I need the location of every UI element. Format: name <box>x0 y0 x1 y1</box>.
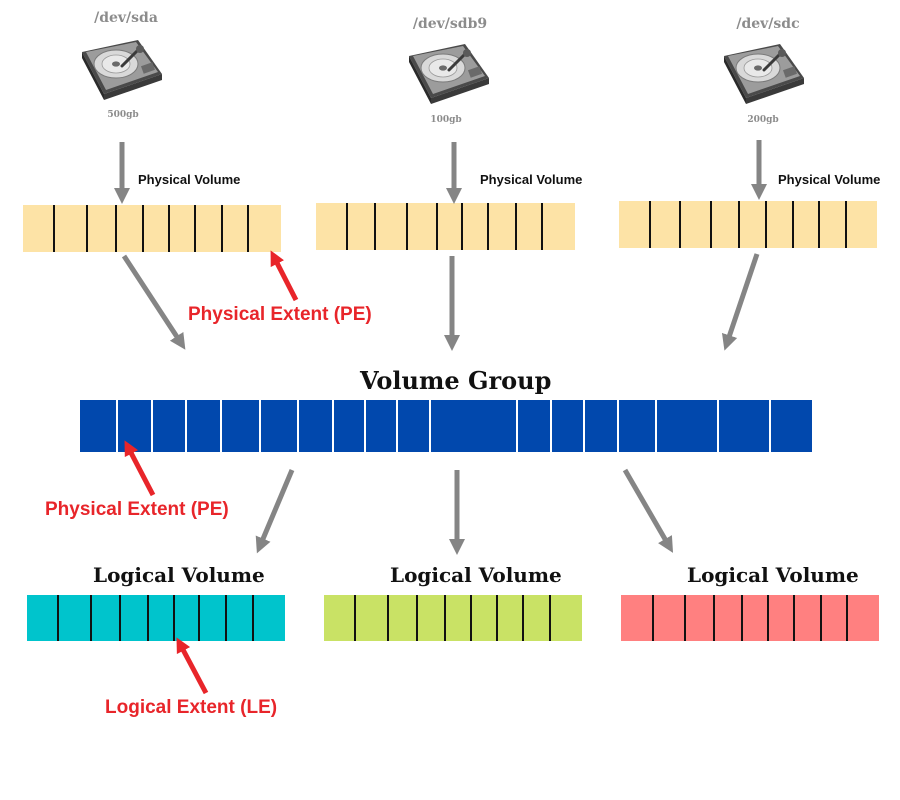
extent-divider <box>225 595 227 641</box>
extent-divider <box>354 595 356 641</box>
physical-volume-2 <box>316 203 575 250</box>
physical-volume-label-1: Physical Volume <box>138 172 241 187</box>
extent-divider <box>147 595 149 641</box>
extent-divider <box>364 400 366 452</box>
extent-divider <box>53 205 55 252</box>
extent-divider <box>767 595 769 641</box>
extent-divider <box>168 205 170 252</box>
arrow-pv3-to-vg <box>721 253 760 351</box>
extent-divider <box>765 201 767 248</box>
arrow-pv1-to-vg <box>121 254 186 350</box>
extent-divider <box>252 595 254 641</box>
extent-divider <box>515 203 517 250</box>
disk-size: 200gb <box>747 115 779 125</box>
arrow-vg-to-lv3 <box>622 468 674 553</box>
extent-divider <box>652 595 654 641</box>
extent-divider <box>617 400 619 452</box>
logical-volume-label-1: Logical Volume <box>93 563 265 587</box>
logical-volume-2 <box>324 595 582 641</box>
extent-divider <box>516 400 518 452</box>
extent-divider <box>741 595 743 641</box>
extent-divider <box>332 400 334 452</box>
physical-extent-label-vg: Physical Extent (PE) <box>45 499 229 520</box>
logical-extent-label: Logical Extent (LE) <box>105 697 278 718</box>
physical-volume-3 <box>619 201 877 248</box>
disk-size: 500gb <box>107 110 139 120</box>
extent-divider <box>845 201 847 248</box>
extent-divider <box>470 595 472 641</box>
extent-divider <box>549 595 551 641</box>
logical-volume-3 <box>621 595 879 641</box>
extent-divider <box>416 595 418 641</box>
extent-divider <box>792 201 794 248</box>
le-pointer-arrow <box>176 637 209 695</box>
hard-drive-icon <box>724 44 804 104</box>
extent-divider <box>387 595 389 641</box>
extent-divider <box>679 201 681 248</box>
extent-divider <box>297 400 299 452</box>
extent-divider <box>116 400 118 452</box>
extent-divider <box>818 201 820 248</box>
extent-divider <box>444 595 446 641</box>
disk-size: 100gb <box>430 115 462 125</box>
extent-divider <box>713 595 715 641</box>
extent-divider <box>115 205 117 252</box>
pe-pointer-arrow-vg <box>124 440 156 497</box>
extent-divider <box>346 203 348 250</box>
extent-divider <box>173 595 175 641</box>
extent-divider <box>436 203 438 250</box>
extent-divider <box>820 595 822 641</box>
extent-divider <box>194 205 196 252</box>
extent-divider <box>710 201 712 248</box>
volume-group-title: Volume Group <box>360 366 552 395</box>
extent-divider <box>406 203 408 250</box>
extent-divider <box>396 400 398 452</box>
extent-divider <box>793 595 795 641</box>
volume-group-bar <box>80 400 812 452</box>
extent-divider <box>220 400 222 452</box>
extent-divider <box>583 400 585 452</box>
logical-volume-label-3: Logical Volume <box>687 563 859 587</box>
arrow-vg-to-lv1 <box>255 469 295 554</box>
disk-name: /dev/sdc <box>736 16 800 32</box>
extent-divider <box>655 400 657 452</box>
disk-name: /dev/sda <box>94 10 158 26</box>
extent-divider <box>221 205 223 252</box>
extent-divider <box>461 203 463 250</box>
logical-volume-label-2: Logical Volume <box>390 563 562 587</box>
extent-divider <box>429 400 431 452</box>
extent-divider <box>550 400 552 452</box>
extent-divider <box>151 400 153 452</box>
hard-drive-icon <box>409 44 489 104</box>
extent-divider <box>541 203 543 250</box>
extent-divider <box>522 595 524 641</box>
extent-divider <box>717 400 719 452</box>
extent-divider <box>374 203 376 250</box>
extent-divider <box>846 595 848 641</box>
extent-divider <box>198 595 200 641</box>
extent-divider <box>487 203 489 250</box>
extent-divider <box>185 400 187 452</box>
extent-divider <box>738 201 740 248</box>
logical-volume-1 <box>27 595 285 641</box>
extent-divider <box>684 595 686 641</box>
extent-divider <box>119 595 121 641</box>
extent-divider <box>90 595 92 641</box>
disk-name: /dev/sdb9 <box>412 16 488 32</box>
physical-volume-1 <box>23 205 281 252</box>
extent-divider <box>259 400 261 452</box>
extent-divider <box>142 205 144 252</box>
extent-divider <box>86 205 88 252</box>
extent-divider <box>57 595 59 641</box>
extent-divider <box>649 201 651 248</box>
pe-pointer-arrow-top <box>270 250 299 302</box>
physical-volume-label-3: Physical Volume <box>778 172 881 187</box>
hard-drive-icon <box>82 40 162 100</box>
extent-divider <box>247 205 249 252</box>
physical-extent-label-top: Physical Extent (PE) <box>188 304 372 325</box>
physical-volume-label-2: Physical Volume <box>480 172 583 187</box>
extent-divider <box>769 400 771 452</box>
extent-divider <box>496 595 498 641</box>
